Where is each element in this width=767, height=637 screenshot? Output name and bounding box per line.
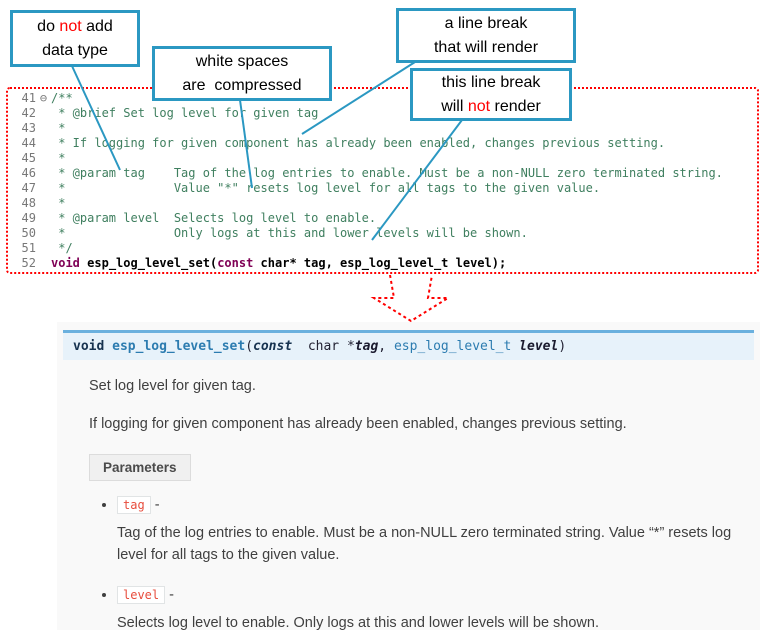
code-line-49[interactable]: 49 * @param level Selects log level to e…	[12, 211, 757, 226]
detailed-description: If logging for given component has alrea…	[89, 415, 627, 432]
callout-line: will not render	[441, 95, 541, 118]
code-line-43[interactable]: 43 *	[12, 121, 757, 136]
brief-description: Set log level for given tag.	[89, 378, 256, 394]
signature-text: void esp_log_level_set(const char *tag, …	[73, 339, 567, 354]
line-number: 48	[21, 196, 36, 210]
code-line-50[interactable]: 50 * Only logs at this and lower levels …	[12, 226, 757, 241]
fold-column	[36, 226, 51, 241]
code-text: * @param tag Tag of the log entries to e…	[51, 166, 723, 180]
parameter-dash: -	[165, 586, 174, 603]
fold-column	[36, 256, 51, 271]
code-line-47[interactable]: 47 * Value "*" resets log level for all …	[12, 181, 757, 196]
callout-line: this line break	[441, 74, 541, 92]
code-text: * @brief Set log level for given tag	[51, 106, 319, 120]
callout-line: that will render	[433, 38, 539, 56]
code-text: * @param level Selects log level to enab…	[51, 211, 377, 225]
code-text: /**	[51, 91, 73, 105]
code-editor[interactable]: 41⊖/**42 * @brief Set log level for give…	[6, 87, 759, 274]
callout-text: add	[81, 18, 113, 36]
line-number: 41	[21, 91, 36, 105]
fold-column	[36, 211, 51, 226]
line-number: 47	[21, 181, 36, 195]
fold-column	[36, 151, 51, 166]
code-line-45[interactable]: 45 *	[12, 151, 757, 166]
renders-to-arrow-icon	[370, 274, 452, 323]
callout-no-datatype: do not add data type	[10, 10, 140, 67]
parameter-head: tag -	[117, 495, 760, 515]
parameter-description: Selects log level to enable. Only logs a…	[117, 615, 599, 632]
code-line-42[interactable]: 42 * @brief Set log level for given tag	[12, 106, 757, 121]
fold-column	[36, 181, 51, 196]
code-text: *	[51, 121, 66, 135]
editor-lines: 41⊖/**42 * @brief Set log level for give…	[12, 91, 757, 271]
parameter-head: level -	[117, 585, 760, 605]
code-text: */	[51, 241, 73, 255]
fold-column	[36, 136, 51, 151]
fold-column	[36, 241, 51, 256]
parameter-name: level	[117, 585, 166, 604]
callout-line: do not add	[37, 15, 113, 38]
callout-text-red: not	[467, 97, 491, 115]
line-number: 46	[21, 166, 36, 180]
code-line-51[interactable]: 51 */	[12, 241, 757, 256]
line-number: 52	[21, 256, 36, 270]
callout-line: a line break	[444, 15, 528, 33]
code-text: *	[51, 196, 66, 210]
function-signature[interactable]: void esp_log_level_set(const char *tag, …	[63, 330, 754, 360]
line-number: 49	[21, 211, 36, 225]
parameter-dash: -	[150, 496, 160, 513]
code-text: *	[51, 151, 66, 165]
code-line-46[interactable]: 46 * @param tag Tag of the log entries t…	[12, 166, 757, 181]
code-line-48[interactable]: 48 *	[12, 196, 757, 211]
callout-linebreak-renders: a line break that will render	[396, 8, 576, 63]
rendered-doc-panel: void esp_log_level_set(const char *tag, …	[57, 322, 760, 631]
callout-line: white spaces	[195, 53, 289, 71]
parameter-description: Tag of the log entries to enable. Must b…	[117, 524, 732, 564]
line-number: 44	[21, 136, 36, 150]
fold-column	[36, 166, 51, 181]
code-text: * If logging for given component has alr…	[51, 136, 666, 150]
callout-text-red: not	[59, 18, 82, 36]
callout-text: render	[490, 97, 541, 115]
parameter-name: tag	[117, 495, 151, 514]
code-line-44[interactable]: 44 * If logging for given component has …	[12, 136, 757, 151]
line-number: 42	[21, 106, 36, 120]
parameters-header: Parameters	[89, 453, 191, 481]
fold-column	[36, 106, 51, 121]
code-text: void esp_log_level_set(const char* tag, …	[51, 256, 507, 270]
callout-whitespace-compressed: white spaces are compressed	[152, 46, 332, 101]
callout-linebreak-not-render: this line break will not render	[410, 68, 572, 121]
parameter-item: level - Selects log level to enable. Only…	[117, 585, 760, 635]
line-number: 51	[21, 241, 36, 255]
code-text: * Value "*" resets log level for all tag…	[51, 181, 601, 195]
code-line-41[interactable]: 41⊖/**	[12, 91, 757, 106]
fold-marker-icon[interactable]: ⊖	[39, 91, 48, 105]
code-text: * Only logs at this and lower levels wil…	[51, 226, 528, 240]
code-line-52[interactable]: 52 void esp_log_level_set(const char* tag…	[12, 256, 757, 271]
parameters-list: tag - Tag of the log entries to enable. M…	[57, 495, 760, 635]
line-number: 43	[21, 121, 36, 135]
callout-text: do	[37, 18, 60, 36]
callout-text: will	[441, 97, 468, 115]
fold-column	[36, 196, 51, 211]
callout-line: data type	[42, 41, 108, 59]
parameter-item: tag - Tag of the log entries to enable. M…	[117, 495, 760, 567]
fold-column	[36, 121, 51, 136]
callout-line: are compressed	[182, 76, 302, 94]
line-number: 50	[21, 226, 36, 240]
line-number: 45	[21, 151, 36, 165]
